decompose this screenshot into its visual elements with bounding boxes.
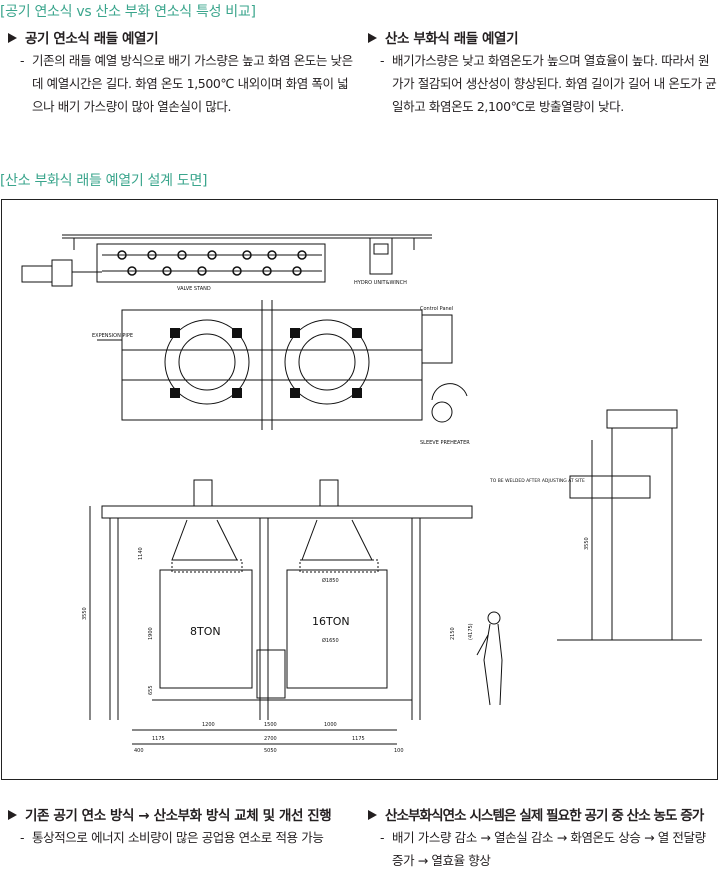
hydro-unit-label: HYDRO UNIT&WINCH [354,280,407,286]
drawing-section-title: [산소 부화식 래들 예열기 설계 도면] [0,173,208,189]
improvement-body: 통상적으로 에너지 소비량이 많은 공업용 연소로 적용 가능 [32,830,324,845]
dim-400: 400 [134,748,144,754]
valve-stand-label: VALVE STAND [177,286,211,292]
sleeve-preheater-label: SLEEVE PREHEATER [420,440,470,446]
dim-5050: 5050 [264,748,277,754]
dim-1900: 1900 [148,627,154,640]
design-drawing-frame: VALVE STAND HYDRO UNIT&WINCH EXPENSION P… [1,199,718,780]
comparison-section-title: [공기 연소식 vs 산소 부화 연소식 특성 비교] [0,4,256,20]
dim-4175: (4175) [468,623,474,640]
expension-pipe-label: EXPENSION PIPE [92,333,133,339]
control-panel-label: Control Panel [420,306,453,312]
weld-note-label: TO BE WELDED AFTER ADJUSTING AT SITE [489,478,585,484]
dim-1000: 1000 [324,722,337,728]
dim-655: 655 [148,685,154,695]
dim-3550: 3550 [82,607,88,620]
ladle-8ton-label: 8TON [190,625,221,638]
dim-2700: 2700 [264,736,277,742]
dash-marker: - [380,830,385,845]
dim-3550b: 3550 [584,537,590,550]
system-benefit-block: 산소부화식연소 시스템은 실제 필요한 공기 중 산소 농도 증가 -배기 가스… [364,806,720,872]
dash-marker: - [20,830,25,845]
air-combustion-block: 공기 연소식 래들 예열기 -기존의 래들 예열 방식으로 배기 가스량은 높고… [4,29,354,118]
ladle-16ton-label: 16TON [312,615,350,628]
diameter-1650-label: Ø1650 [322,637,339,644]
system-benefit-heading: 산소부화식연소 시스템은 실제 필요한 공기 중 산소 농도 증가 [385,808,704,824]
oxygen-enriched-body: 배기가스량은 낮고 화염온도가 높으며 열효율이 높다. 따라서 원가가 절감되… [392,53,717,114]
dash-marker: - [20,53,25,68]
air-combustion-heading: 공기 연소식 래들 예열기 [25,31,159,47]
oxygen-enriched-heading: 산소 부화식 래들 예열기 [385,31,519,47]
dim-1175b: 1175 [352,736,365,742]
bullet-triangle-icon [368,810,377,820]
bullet-triangle-icon [8,33,17,43]
improvement-heading: 기존 공기 연소 방식 → 산소부화 방식 교체 및 개선 진행 [25,808,332,824]
dim-2150: 2150 [450,627,456,640]
bullet-triangle-icon [8,810,17,820]
air-combustion-body: 기존의 래들 예열 방식으로 배기 가스량은 높고 화염 온도는 낮은데 예열시… [32,53,353,114]
dim-100: 100 [394,748,404,754]
dim-1500: 1500 [264,722,277,728]
oxygen-enriched-block: 산소 부화식 래들 예열기 -배기가스량은 낮고 화염온도가 높으며 열효율이 … [364,29,720,118]
dim-1140: 1140 [138,547,144,560]
diameter-1850-label: Ø1850 [322,577,339,584]
ladle-preheater-drawing: VALVE STAND HYDRO UNIT&WINCH EXPENSION P… [21,234,702,754]
bullet-triangle-icon [368,33,377,43]
improvement-block: 기존 공기 연소 방식 → 산소부화 방식 교체 및 개선 진행 -통상적으로 … [4,806,354,849]
dim-1200: 1200 [202,722,215,728]
dim-1175a: 1175 [152,736,165,742]
system-benefit-body: 배기 가스량 감소 → 열손실 감소 → 화염온도 상승 → 열 전달량 증가 … [392,830,706,868]
dash-marker: - [380,53,385,68]
